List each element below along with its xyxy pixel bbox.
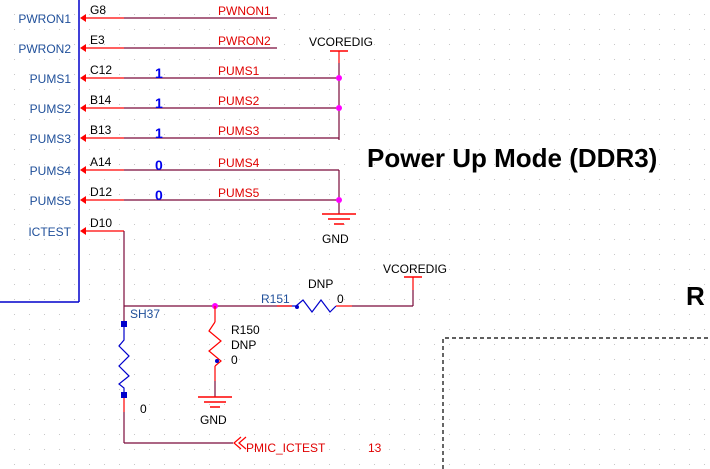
pin-name-label: PUMS1: [29, 72, 71, 86]
sh37-resistor: [118, 327, 130, 395]
gnd-symbol-bottom: [198, 396, 232, 408]
r151-dnp: DNP: [308, 277, 334, 291]
pin-arrow-icon: [80, 227, 86, 235]
pin-ictest: [80, 227, 124, 235]
pin-number-label: B14: [90, 93, 112, 107]
pin-name-label: PWRON1: [18, 12, 71, 26]
pump-value: 0: [155, 187, 163, 203]
net-label: PUMS3: [218, 124, 260, 138]
partial-section-title: R: [686, 281, 705, 311]
pump-value: 1: [155, 65, 163, 81]
r150-value: 0: [231, 353, 238, 367]
pump-value: 1: [155, 95, 163, 111]
dashed-region-box: [442, 337, 710, 469]
gnd-symbol-top: [322, 213, 356, 225]
pin-number-label: C12: [90, 63, 113, 77]
pin-number-label: A14: [90, 155, 112, 169]
pin-name-label: PUMS5: [29, 194, 71, 208]
sh37-pad-bottom: [121, 392, 127, 398]
junction: [336, 75, 342, 81]
pin-arrow-icon: [80, 14, 86, 22]
net-label: PWRON2: [218, 34, 271, 48]
pin-arrow-icon: [80, 74, 86, 82]
sh37-ref: SH37: [130, 307, 161, 321]
pin-arrow-icon: [80, 104, 86, 112]
sh37-pad-top: [121, 321, 127, 327]
pin-number-label: B13: [90, 123, 112, 137]
vcoredig-label-right: VCOREDIG: [383, 262, 448, 276]
net-label: PUMS4: [218, 156, 260, 170]
pump-value: 1: [155, 125, 163, 141]
net-label: PWNON1: [218, 4, 271, 18]
gnd-label-top: GND: [322, 232, 349, 246]
pin-name-label: PWRON2: [18, 42, 71, 56]
pin-name-label: ICTEST: [28, 225, 71, 239]
pin-pums5: [80, 196, 339, 204]
r150-dnp: DNP: [231, 338, 257, 352]
pin-pwron1: [80, 14, 277, 22]
r151-ref: R151: [261, 292, 290, 306]
pin-number-label: D10: [90, 216, 113, 230]
pmic-ictest-label: PMIC_ICTEST: [246, 441, 326, 455]
pin-name-label: PUMS2: [29, 102, 71, 116]
gnd-label-bottom: GND: [200, 413, 227, 427]
net-label: PUMS1: [218, 64, 260, 78]
vcoredig-label-top: VCOREDIG: [309, 35, 374, 49]
pin-number-label: G8: [90, 3, 107, 17]
sh37-value: 0: [140, 402, 147, 416]
net-label: PUMS5: [218, 186, 260, 200]
pump-value: 0: [155, 157, 163, 173]
offpage-connector: [233, 436, 242, 450]
pin-pwron2: [80, 44, 277, 52]
section-title: Power Up Mode (DDR3): [367, 143, 658, 173]
r150-resistor: [208, 321, 222, 367]
pin-name-label: PUMS4: [29, 164, 71, 178]
pin-name-label: PUMS3: [29, 132, 71, 146]
pin-pums2: [80, 104, 339, 112]
pin-pums3: [80, 134, 339, 142]
pin-arrow-icon: [80, 166, 86, 174]
net-label: PUMS2: [218, 94, 260, 108]
pin-arrow-icon: [80, 196, 86, 204]
pin-number-label: E3: [90, 33, 105, 47]
r150-ref: R150: [231, 323, 260, 337]
pin-pums1: [80, 74, 339, 82]
pin-arrow-icon: [80, 134, 86, 142]
pin-number-label: D12: [90, 185, 113, 199]
junction: [336, 105, 342, 111]
r151-value: 0: [337, 292, 344, 306]
offpage-page-number: 13: [368, 441, 382, 455]
pin-arrow-icon: [80, 44, 86, 52]
pin-pums4: [80, 166, 339, 174]
junction: [336, 197, 342, 203]
